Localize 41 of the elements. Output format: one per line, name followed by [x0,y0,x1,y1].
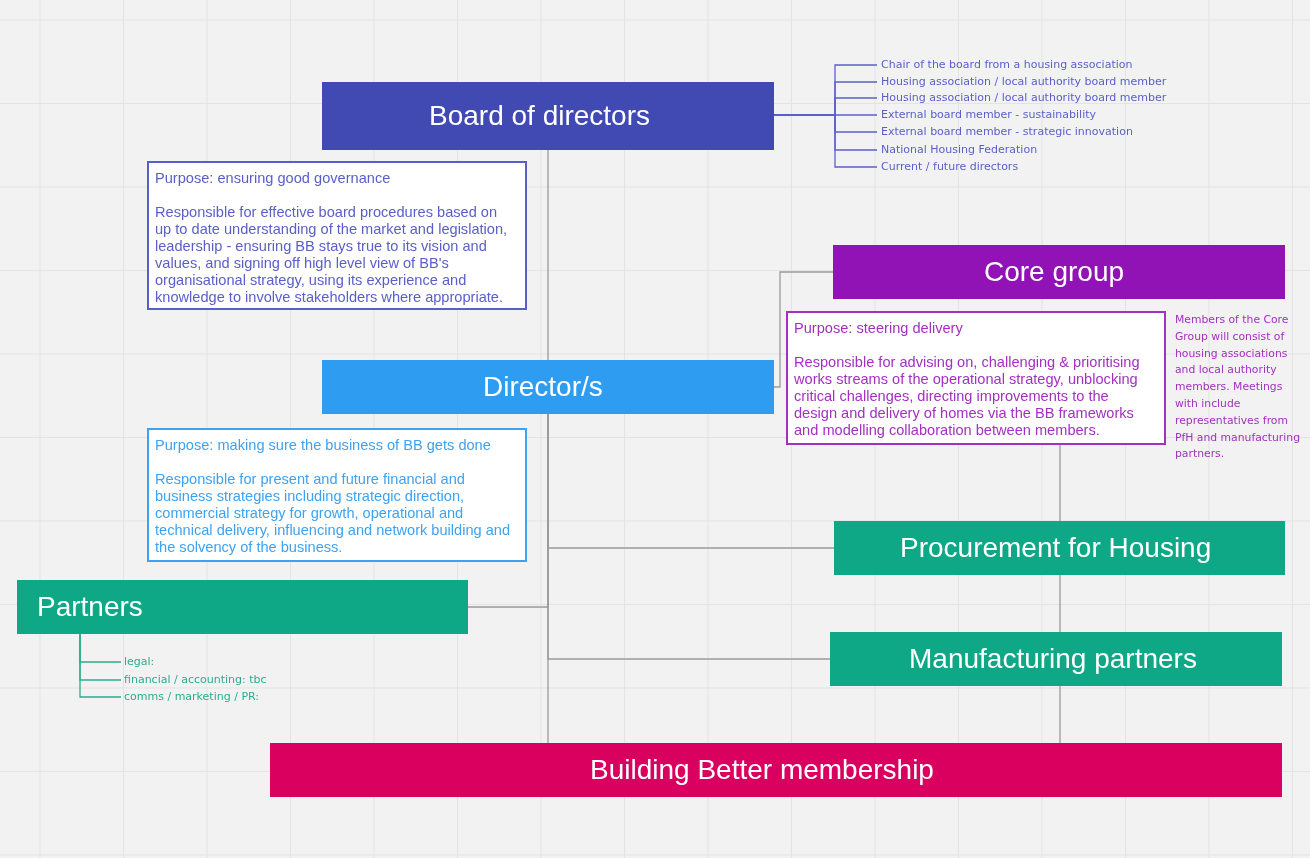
role-title: Manufacturing partners [909,643,1197,675]
board-member-item: External board member - sustainability [881,108,1097,121]
role-title: Core group [984,256,1125,288]
purpose-description: Responsible for advising on, challenging & prioritising works streams of the operational strategy, unblocking critical challenges, directing improvements to the design and delivery of homes via the BB frameworks and modelling collaboration between members. [794,354,1141,439]
leader-line [79,633,122,698]
board-member-item: Current / future directors [881,160,1019,173]
role-title: Director/s [483,371,603,403]
purpose-card [147,428,527,562]
manufacturing-bar [830,632,1282,686]
partner-item: financial / accounting: tbc [124,673,267,686]
role-title: Procurement for Housing [900,532,1212,564]
director-bar [322,360,774,414]
board-member-item: Housing association / local authority board member [881,91,1167,104]
leader-line [773,114,878,168]
connector-line [547,149,549,361]
membership-bar [270,743,1282,797]
purpose-card [786,311,1166,445]
core-group-bar [833,245,1285,299]
role-title: Building Better membership [590,754,934,786]
connector-line [1059,685,1061,744]
partners-bar [17,580,468,634]
connector-line [1059,574,1061,633]
role-title: Board of directors [429,100,650,132]
partner-item: legal: [124,655,155,668]
purpose-description: Responsible for effective board procedures based on up to date understanding of the market and legislation, leadership - ensuring BB stays true to its vision and values, and signing off high level view of BB's organisational strategy, using its experience and knowledge to involve stakeholders where appropriate. [155,204,509,306]
purpose-heading: Purpose: making sure the business of BB gets done [155,437,492,454]
board-bar [322,82,774,150]
connector-line [773,271,834,388]
partner-item: comms / marketing / PR: [124,690,260,703]
connector-line [1059,444,1061,522]
board-member-item: Chair of the board from a housing association [881,58,1133,71]
purpose-heading: Purpose: steering delivery [794,320,964,337]
purpose-card [147,161,527,310]
purpose-heading: Purpose: ensuring good governance [155,170,392,187]
purpose-description: Responsible for present and future financial and business strategies including strategic direction, commercial strategy for growth, operational and technical delivery, influencing and network building and the solvency of the business. [155,471,512,556]
side-note: Members of the Core Group will consist of housing associations and local authority members. Meetings with include representatives from PfH and manufacturing partners. [1175,312,1301,463]
board-member-item: External board member - strategic innovation [881,125,1133,138]
role-title: Partners [37,591,143,623]
board-member-item: Housing association / local authority board member [881,75,1167,88]
procurement-bar [834,521,1285,575]
board-member-item: National Housing Federation [881,143,1038,156]
